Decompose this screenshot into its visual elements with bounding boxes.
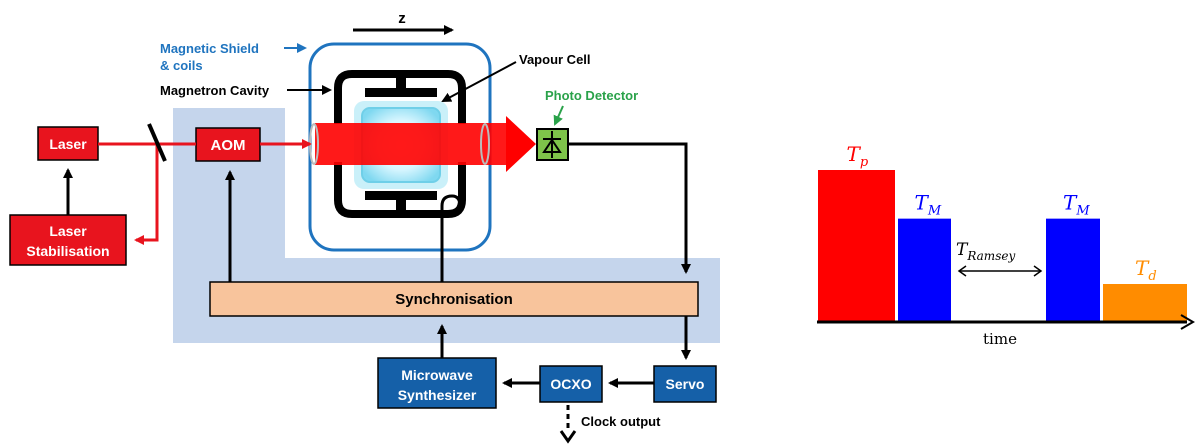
laser-stabilisation-label-2: Stabilisation: [26, 243, 109, 259]
control-wiring: [225, 142, 691, 432]
laser-stabilisation-box: [9, 214, 127, 266]
coil-right: [480, 123, 490, 165]
microwave-pulse-1-bar: [898, 218, 951, 322]
photodiode-icon: [542, 131, 562, 158]
microwave-pulse-2-bar: [1046, 218, 1100, 322]
ramsey-interval: TRamsey: [956, 240, 1043, 277]
pumping-pulse-bar: [818, 170, 895, 322]
laser-paths: [98, 139, 312, 245]
laser-label: Laser: [49, 136, 87, 152]
apparatus-diagram: z Magnetic Shield & coils Magnetron Cavi…: [9, 10, 720, 444]
detection-pulse-label: Td: [1135, 256, 1157, 284]
beam-splitter: [147, 123, 167, 162]
time-axis-arrowhead: [1180, 314, 1195, 330]
detection-pulse-bar: [1103, 284, 1187, 322]
synchronisation-label: Synchronisation: [395, 291, 513, 308]
clock-output-label: Clock output: [581, 414, 661, 429]
ocxo-box: [539, 365, 603, 403]
z-axis: z: [353, 10, 454, 35]
detector-pointer-arrow: [553, 105, 564, 126]
pumping-pulse-label: Tp: [847, 142, 869, 170]
magnetic-shield-label-1: Magnetic Shield: [160, 41, 259, 56]
microwave-pulse-1-label: TM: [915, 191, 942, 219]
photo-detector-label: Photo Detector: [545, 88, 638, 103]
z-axis-label: z: [398, 10, 406, 27]
laser-box: [37, 126, 99, 161]
ramsey-label: TRamsey: [956, 240, 1015, 263]
laser-stabilisation-label-1: Laser: [49, 223, 87, 239]
microwave-synthesizer-label-2: Synthesizer: [398, 387, 477, 403]
cell-pointer-arrow: [441, 61, 517, 102]
clock-output-arrowhead: [559, 430, 577, 444]
microwave-synthesizer-label-1: Microwave: [401, 367, 473, 383]
laser-beam-arrowhead: [506, 116, 536, 172]
magnetic-shield-label-2: & coils: [160, 58, 203, 73]
aom-label: AOM: [211, 137, 246, 154]
magnetron-cavity-label: Magnetron Cavity: [160, 83, 270, 98]
servo-box: [653, 365, 717, 403]
laser-beam: [315, 123, 507, 165]
vapour-cell-label: Vapour Cell: [519, 52, 591, 67]
synchronisation-box: [209, 281, 699, 317]
microwave-pulse-2-label: TM: [1063, 191, 1090, 219]
servo-label: Servo: [666, 376, 705, 392]
ocxo-label: OCXO: [550, 376, 591, 392]
time-axis-label: time: [983, 330, 1017, 348]
microwave-synthesizer-box: [377, 357, 497, 409]
